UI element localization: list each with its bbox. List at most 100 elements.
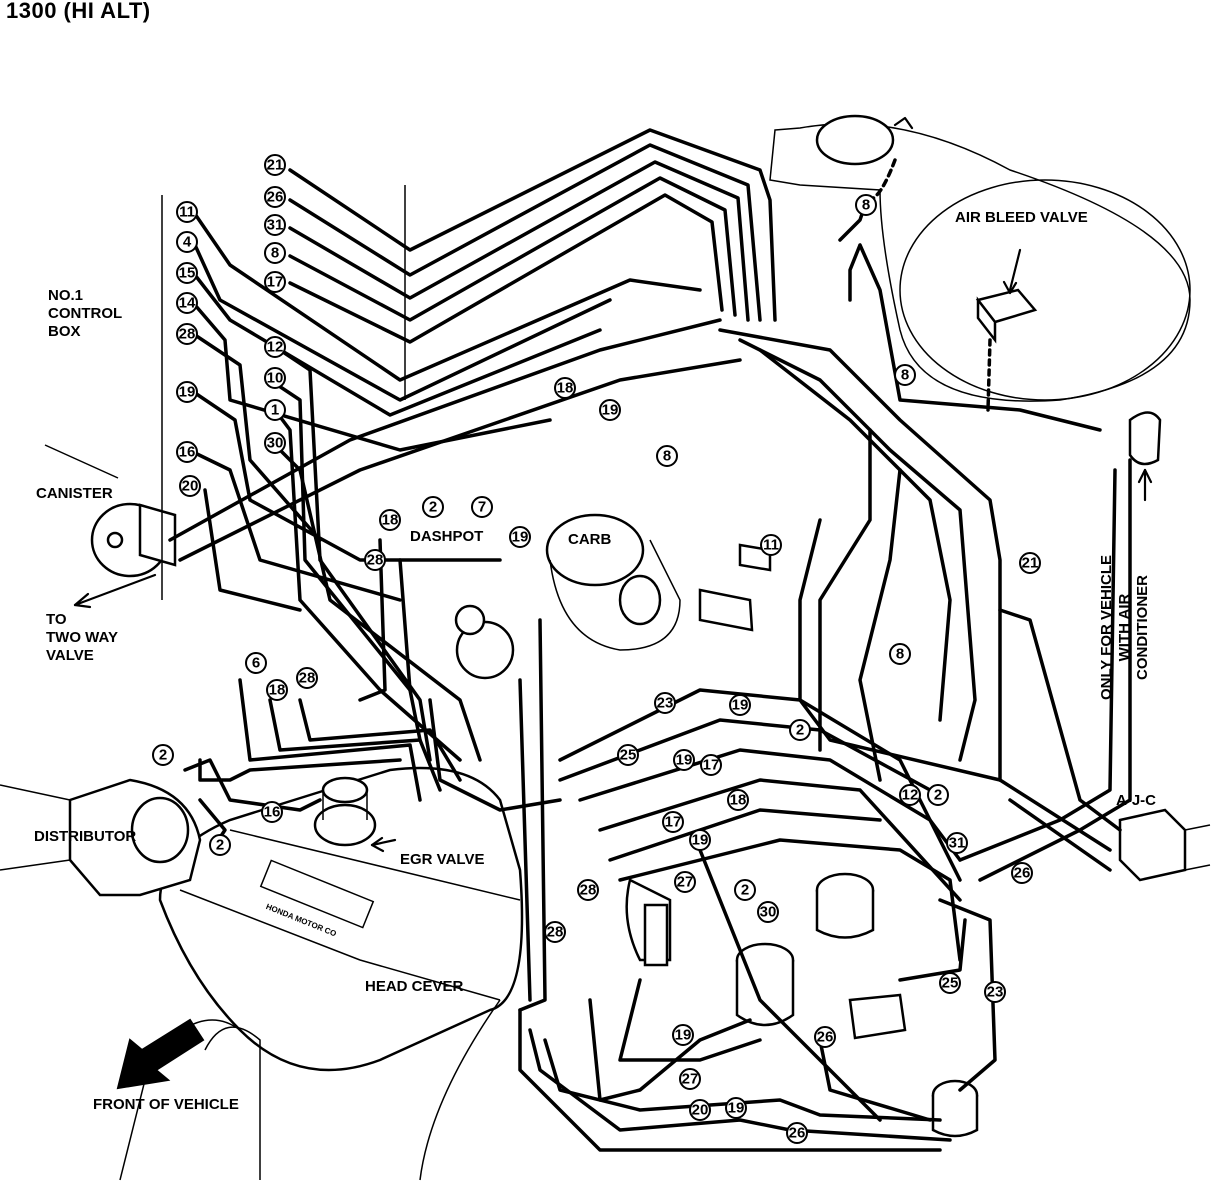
svg-text:2: 2 xyxy=(796,722,804,739)
hose-marker-17b: 17 xyxy=(700,754,722,776)
svg-text:19: 19 xyxy=(692,832,709,849)
svg-text:28: 28 xyxy=(179,326,196,343)
hose-marker-2f: 2 xyxy=(734,879,756,901)
hose-marker-2e: 2 xyxy=(927,784,949,806)
svg-text:21: 21 xyxy=(1022,555,1039,572)
hose-marker-6: 6 xyxy=(245,652,267,674)
hose-marker-18d: 18 xyxy=(727,789,749,811)
svg-text:8: 8 xyxy=(896,646,904,663)
hose-marker-26d: 26 xyxy=(786,1122,808,1144)
svg-text:16: 16 xyxy=(179,444,196,461)
ajc-part xyxy=(1118,411,1211,882)
svg-text:2: 2 xyxy=(429,499,437,516)
no1-control-box-label: NO.1 CONTROL BOX xyxy=(48,287,123,340)
hose-marker-23: 23 xyxy=(654,692,676,714)
hose-marker-2c: 2 xyxy=(152,744,174,766)
hose-marker-19: 19 xyxy=(176,381,198,403)
svg-text:6: 6 xyxy=(252,655,260,672)
svg-text:18: 18 xyxy=(730,792,747,809)
svg-text:17: 17 xyxy=(703,757,720,774)
svg-text:26: 26 xyxy=(1014,865,1031,882)
svg-text:21: 21 xyxy=(267,157,284,174)
hose-marker-2d: 2 xyxy=(209,834,231,856)
egr-valve-label: EGR VALVE xyxy=(400,851,485,868)
svg-text:26: 26 xyxy=(789,1125,806,1142)
hose-marker-26: 26 xyxy=(264,186,286,208)
distributor-label: DISTRIBUTOR xyxy=(34,828,137,845)
svg-text:15: 15 xyxy=(179,265,196,282)
hose-marker-27b: 27 xyxy=(679,1068,701,1090)
hose-marker-18b: 18 xyxy=(379,509,401,531)
ajc-label: A-J-C xyxy=(1116,792,1156,809)
svg-text:25: 25 xyxy=(620,747,637,764)
svg-text:30: 30 xyxy=(760,904,777,921)
hose-marker-8d: 8 xyxy=(894,364,916,386)
svg-text:28: 28 xyxy=(367,552,384,569)
svg-text:26: 26 xyxy=(267,189,284,206)
hose-marker-31: 31 xyxy=(264,214,286,236)
hose-marker-12b: 12 xyxy=(899,784,921,806)
hose-marker-19d: 19 xyxy=(729,694,751,716)
hose-marker-17c: 17 xyxy=(662,811,684,833)
hose-marker-20: 20 xyxy=(179,475,201,497)
hose-marker-26c: 26 xyxy=(814,1026,836,1048)
hose-marker-28e: 28 xyxy=(544,921,566,943)
air-bleed-valve-label: AIR BLEED VALVE xyxy=(955,209,1088,226)
svg-text:28: 28 xyxy=(299,670,316,687)
svg-text:19: 19 xyxy=(676,752,693,769)
hose-marker-26b: 26 xyxy=(1011,862,1033,884)
hose-marker-31b: 31 xyxy=(946,832,968,854)
svg-text:12: 12 xyxy=(902,787,919,804)
hose-marker-19g: 19 xyxy=(672,1024,694,1046)
hose-marker-8e: 8 xyxy=(889,643,911,665)
hose-marker-17: 17 xyxy=(264,271,286,293)
hose-marker-21b: 21 xyxy=(1019,552,1041,574)
hose-marker-30b: 30 xyxy=(757,901,779,923)
hose-marker-28c: 28 xyxy=(296,667,318,689)
svg-text:8: 8 xyxy=(901,367,909,384)
air-bleed-valve xyxy=(975,248,1038,412)
svg-text:8: 8 xyxy=(271,245,279,262)
svg-text:7: 7 xyxy=(478,499,486,516)
svg-text:23: 23 xyxy=(987,984,1004,1001)
svg-text:17: 17 xyxy=(665,814,682,831)
hose-marker-28d: 28 xyxy=(577,879,599,901)
svg-text:27: 27 xyxy=(677,874,694,891)
svg-text:31: 31 xyxy=(267,217,284,234)
hose-marker-19c: 19 xyxy=(509,526,531,548)
hose-marker-8: 8 xyxy=(264,242,286,264)
hose-routing xyxy=(168,128,1132,1152)
svg-text:11: 11 xyxy=(763,537,779,554)
svg-text:8: 8 xyxy=(862,197,870,214)
svg-text:2: 2 xyxy=(741,882,749,899)
hose-marker-15: 15 xyxy=(176,262,198,284)
hose-marker-4: 4 xyxy=(176,231,198,253)
hose-marker-2b: 2 xyxy=(789,719,811,741)
hose-marker-19h: 19 xyxy=(725,1097,747,1119)
lower-right-parts xyxy=(625,872,979,1138)
carb-label: CARB xyxy=(568,531,612,548)
hose-marker-19f: 19 xyxy=(689,829,711,851)
hose-marker-28b: 28 xyxy=(364,549,386,571)
svg-text:20: 20 xyxy=(182,478,199,495)
svg-text:2: 2 xyxy=(159,747,167,764)
hose-marker-27: 27 xyxy=(674,871,696,893)
hose-marker-11: 11 xyxy=(176,201,198,223)
svg-text:2: 2 xyxy=(934,787,942,804)
hose-marker-18c: 18 xyxy=(266,679,288,701)
svg-text:18: 18 xyxy=(269,682,286,699)
svg-text:10: 10 xyxy=(267,370,284,387)
svg-text:17: 17 xyxy=(267,274,284,291)
egr-valve-part xyxy=(313,776,397,853)
svg-text:11: 11 xyxy=(179,204,195,221)
diagram-title: 1300 (HI ALT) xyxy=(6,0,151,23)
hose-marker-14: 14 xyxy=(176,292,198,314)
dashpot-label: DASHPOT xyxy=(410,528,484,545)
hose-marker-30: 30 xyxy=(264,432,286,454)
svg-text:25: 25 xyxy=(942,975,959,992)
svg-text:28: 28 xyxy=(547,924,564,941)
head-cover-label: HEAD CEVER xyxy=(365,978,464,995)
svg-text:26: 26 xyxy=(817,1029,834,1046)
svg-text:19: 19 xyxy=(728,1100,745,1117)
